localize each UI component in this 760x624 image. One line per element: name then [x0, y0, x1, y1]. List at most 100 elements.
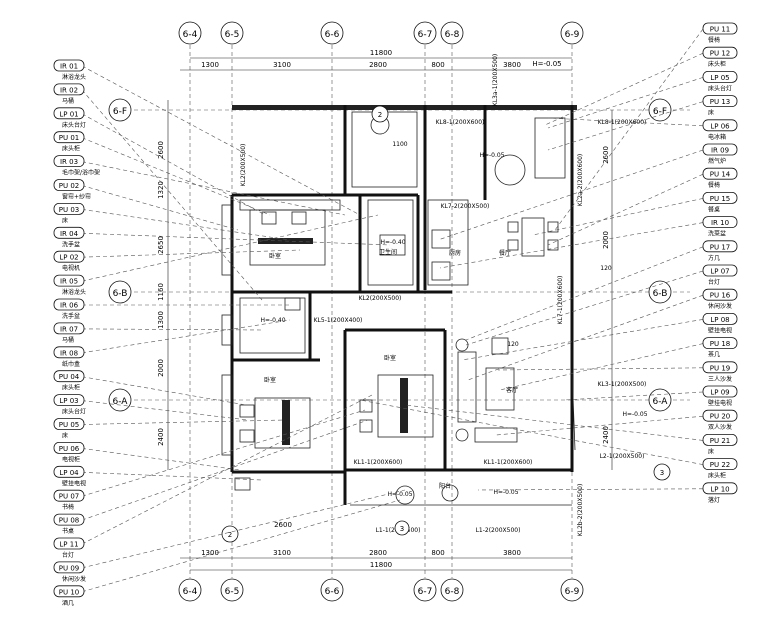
axis-col-top: 6-4 — [183, 30, 198, 40]
axis-col-bottom: 6-8 — [445, 587, 460, 597]
callout-pill — [53, 513, 85, 526]
dim-seg: 1300 — [201, 61, 219, 69]
callout-pill — [53, 489, 85, 502]
callout-pill — [53, 59, 85, 72]
room-label: 卧室 — [264, 376, 276, 384]
axis-col-bottom: 6-7 — [418, 587, 433, 597]
axis-col-bottom: 6-5 — [225, 587, 240, 597]
callout-pill — [702, 95, 738, 107]
beam-label: KL2a-2(200X600) — [577, 154, 584, 206]
callout-code: LP 04 — [59, 469, 79, 477]
callout-desc: 电冰箱 — [708, 133, 726, 141]
furniture — [234, 111, 566, 505]
level-label: H=-0.40 — [260, 317, 285, 324]
callout-pill — [702, 191, 738, 204]
leader-line — [437, 149, 704, 241]
callout-desc: 三人沙发 — [708, 375, 732, 383]
callout-pill — [702, 361, 738, 374]
callout-code: PU 21 — [710, 437, 730, 445]
callout-pill — [53, 274, 85, 287]
callout-code: IR 01 — [60, 63, 78, 71]
callout-pill — [702, 216, 738, 229]
beam-label: KL2(200X500) — [359, 295, 402, 302]
callout-code: LP 09 — [710, 389, 729, 397]
leader-line — [554, 28, 704, 231]
leader-line — [81, 328, 263, 331]
callout-pill — [702, 288, 738, 301]
level-label: H=-0.05 — [532, 60, 561, 68]
dimensions-top: 11800 1300 3100 2800 800 3800 — [180, 49, 572, 71]
callout-code: PU 04 — [59, 373, 80, 381]
callout-desc: 餐桌 — [708, 205, 720, 213]
beam-label: KL8-1(200X600) — [598, 119, 647, 126]
room-label: 卫生间 — [379, 248, 397, 256]
room-labels: 卧室 餐厅 客厅 卧室 卧室 卫生间 厨房 阳台 1100 120 120 — [264, 141, 612, 490]
callout-desc: 毛巾架/浴巾架 — [62, 169, 100, 177]
section-marker: 2 — [228, 531, 232, 539]
callout-code: PU 02 — [59, 182, 79, 190]
dim-misc: 120 — [600, 265, 612, 272]
callout-code: PU 22 — [710, 461, 730, 469]
callout-pill — [53, 322, 85, 335]
callout-pill — [53, 441, 85, 454]
callout-pill — [702, 71, 738, 83]
dim-left: 2400 — [157, 428, 165, 446]
callout-code: PU 12 — [710, 50, 730, 58]
dim-right: 2000 — [602, 231, 610, 249]
callout-code: LP 03 — [59, 397, 78, 405]
callout-desc: 双人沙发 — [708, 423, 732, 431]
callout-code: PU 05 — [59, 421, 79, 429]
callout-pill — [702, 312, 738, 325]
room-label: 客厅 — [506, 386, 518, 394]
callout-desc: 餐椅 — [708, 181, 720, 189]
leader-line — [547, 173, 704, 246]
callout-code: PU 17 — [710, 243, 730, 251]
room-label: 卧室 — [384, 354, 396, 362]
callout-code: IR 10 — [711, 219, 729, 227]
callout-desc: 餐椅 — [708, 36, 720, 44]
callout-pill — [702, 46, 738, 59]
callout-code: IR 03 — [60, 158, 78, 166]
callout-desc: 床头台灯 — [708, 84, 732, 92]
callout-pill — [702, 385, 738, 398]
callout-desc: 马桶 — [62, 97, 74, 105]
callout-pill — [702, 433, 738, 446]
axis-bubbles-bottom: 6-4 6-5 6-6 6-7 6-8 6-9 — [178, 578, 584, 602]
leader-line — [81, 65, 361, 216]
callout-pill — [53, 298, 85, 311]
callout-pill — [53, 585, 85, 598]
callout-pill — [702, 22, 738, 35]
callout-code: PU 06 — [59, 445, 80, 453]
leader-line — [547, 101, 704, 151]
axis-col-top: 6-6 — [325, 30, 340, 40]
beam-label: KL2(200X500) — [240, 144, 247, 187]
leader-line — [497, 367, 704, 371]
callout-desc: 床头柜 — [62, 384, 80, 392]
dim-left: 1300 — [157, 311, 165, 329]
callout-pill — [53, 418, 85, 430]
leader-line — [81, 214, 379, 282]
callout-code: PU 18 — [710, 340, 730, 348]
room-label: 阳台 — [439, 482, 451, 490]
beam-label: KL3a-1(200X500) — [492, 54, 499, 106]
beam-label: KL7-1(200X600) — [557, 276, 564, 325]
section-marker: 2 — [378, 111, 382, 119]
callout-code: PU 08 — [59, 517, 79, 525]
level-label: H=-0.05 — [622, 411, 647, 418]
axis-row-right: 6-B — [653, 289, 668, 299]
dim-left: 1320 — [157, 181, 165, 199]
